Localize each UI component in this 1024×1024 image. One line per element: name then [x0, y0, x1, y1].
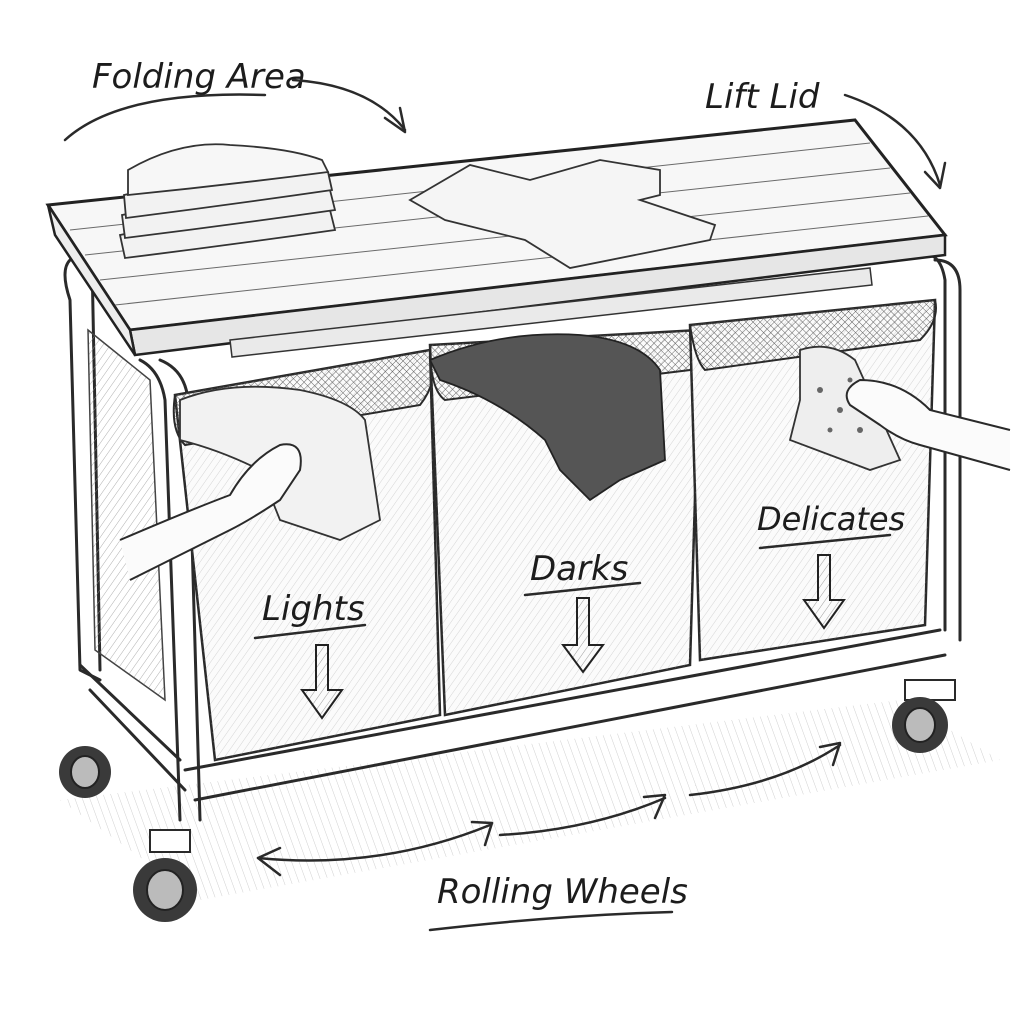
arrow-down-icon: [802, 554, 846, 630]
rolling-wheels-label: Rolling Wheels: [437, 872, 688, 912]
lift-lid-label: Lift Lid: [705, 77, 820, 117]
arrow-down-icon: [300, 644, 344, 720]
wheel-right: [892, 679, 956, 753]
right-arm: [845, 378, 1011, 471]
bin-delicates-label: Delicates: [757, 500, 905, 538]
bin-darks-label: Darks: [530, 549, 628, 589]
wheel-front-left: [133, 829, 197, 922]
clothes-delicates: [788, 345, 902, 471]
clothes-darks: [428, 333, 666, 502]
callout-rolling-wheels: Rolling Wheels: [256, 741, 842, 932]
callout-lift-lid: Lift Lid: [705, 77, 947, 190]
delicates-pattern: [817, 377, 863, 433]
callout-folding-area: Folding Area: [63, 57, 407, 142]
bin-label-lights: Lights: [253, 589, 367, 720]
arrow-down-icon: [561, 597, 605, 674]
folding-area-label: Folding Area: [92, 57, 306, 97]
cart-frame: [63, 252, 962, 822]
folded-shirt: [408, 159, 717, 269]
bin-label-delicates: Delicates: [757, 500, 905, 630]
floor-shadow: [60, 700, 1000, 900]
left-arm: [119, 443, 302, 581]
folded-clothes-stack: [118, 143, 337, 259]
bin-label-darks: Darks: [523, 549, 642, 674]
bin-lights-label: Lights: [262, 589, 365, 629]
lid-hinge-bar: [229, 267, 873, 358]
wheel-rear-left: [59, 746, 111, 798]
